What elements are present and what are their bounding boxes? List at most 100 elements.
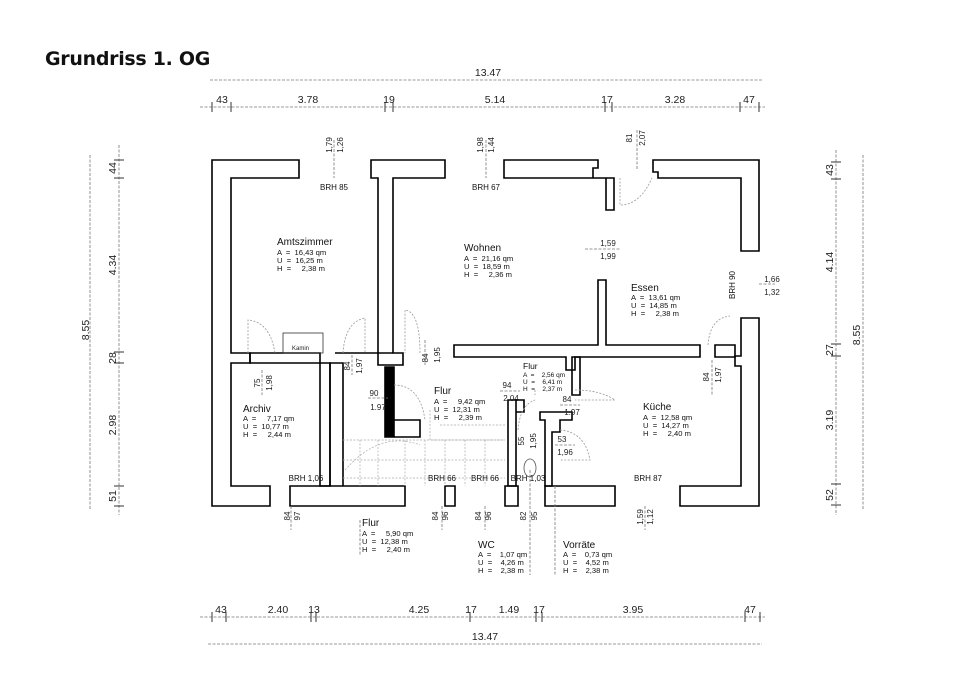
door-height: 1.97 [564,408,580,417]
dimension-label: 3.78 [298,94,319,106]
door-width: 84 [421,353,430,362]
room-perimeter: U = 14,27 m [643,421,689,430]
top-dimension-chain: 13.47 43 3.78 19 5.14 17 3.28 47 [200,67,765,112]
dimension-label: 1.49 [499,604,520,616]
left-dimension-chain: 8.55 44 4.34 28 2.98 51 [80,145,124,515]
room-perimeter: U = 10,77 m [243,422,289,431]
dimension-label: 43 [215,604,227,616]
window-height: 1,26 [336,137,345,153]
door-width: 84 [563,395,572,404]
right-dimension-chain: 43 4.14 27 3.19 52 8.55 [824,150,864,515]
dimension-label: 17 [601,94,613,106]
room-wohnen: Wohnen A = 21,16 qm U = 18,59 m H = 2,36… [464,243,513,279]
room-height: H = 2,38 m [563,566,609,575]
dimension-label: 17 [533,604,545,616]
room-name: Flur [362,518,380,529]
bottom-dimension-chain: 43 2.40 13 4.25 17 1.49 17 3.95 47 13.47 [200,604,765,645]
dimension-label: 2.40 [268,604,289,616]
dimension-label: 27 [824,344,836,356]
room-height: H = 2,40 m [643,429,691,438]
door-width: 84 [343,361,352,370]
room-flur-main: Flur A = 9,42 qm U = 12,31 m H = 2,39 m [434,386,485,422]
room-height: H = 2,38 m [631,309,679,318]
room-height: H = 2,38 m [478,566,524,575]
door-height: 1,96 [557,448,573,457]
room-area: A = 0,73 qm [563,550,612,559]
room-height: H = 2,39 m [434,413,482,422]
door-width: 53 [558,435,567,444]
room-essen: Essen A = 13,61 qm U = 14,85 m H = 2,38 … [631,283,680,318]
dimension-label: 3.95 [623,604,644,616]
door-width: 84 [702,372,711,381]
room-area: A = 13,61 qm [631,293,680,302]
top-total-dimension: 13.47 [475,67,501,79]
room-flur-lower: Flur A = 5,90 qm U = 12,38 m H = 2,40 m [359,518,413,555]
staircase [343,410,505,486]
door-height: 1,98 [265,375,274,391]
brh-label: BRH 85 [320,183,349,192]
window-height: 1,32 [764,288,780,297]
window-height: 97 [293,511,302,520]
brh-label: BRH 66 [471,474,500,483]
toilet-icon [523,458,537,478]
window-width: 1,79 [325,137,334,153]
dimension-label: 17 [465,604,477,616]
dimension-label: 2.98 [107,415,119,436]
dimension-label: 19 [383,94,395,106]
dimension-label: 5.14 [485,94,506,106]
room-kueche: Küche A = 12,58 qm U = 14,27 m H = 2,40 … [643,402,692,438]
chimney-label: Kamin [292,346,309,352]
window-height: 1,12 [646,509,655,525]
window-height: 96 [441,511,450,520]
room-area: A = 7,17 qm [243,414,294,423]
dimension-label: 4.14 [824,252,836,273]
door-width: 90 [370,389,379,398]
dimension-label: 47 [743,94,755,106]
door-width: 55 [517,436,526,445]
dimension-label: 4.25 [409,604,430,616]
room-archiv: Archiv A = 7,17 qm U = 10,77 m H = 2,44 … [243,404,294,439]
room-flur-small: Flur A = 2,56 qm U = 6,41 m H = 2,37 m [523,361,565,393]
room-area: A = 2,56 qm [523,372,565,379]
dimension-label: 52 [824,489,836,501]
room-area: A = 1,07 qm [478,550,527,559]
window-width: 1,59 [636,509,645,525]
room-name: Amtszimmer [277,237,333,248]
opening-width: 1,59 [600,239,616,248]
room-vorraete: Vorräte A = 0,73 qm U = 4,52 m H = 2,38 … [563,540,612,575]
room-height: H = 2,38 m [277,264,325,273]
door-height: 1,95 [433,347,442,363]
window-height: 1,44 [487,137,496,153]
brh-label: BRH 66 [428,474,457,483]
room-perimeter: U = 12,31 m [434,405,480,414]
dimension-label: 44 [107,162,119,174]
room-height: H = 2,44 m [243,430,291,439]
door-width: 81 [625,133,634,142]
right-total-dimension: 8.55 [851,325,863,346]
room-height: H = 2,37 m [523,386,562,393]
room-perimeter: U = 14,85 m [631,301,677,310]
door-width: 94 [503,381,512,390]
room-perimeter: U = 6,41 m [523,379,562,386]
window-dimensions: 1,79 1,26 1,98 1,44 81 2,07 1,66 1,32 84… [283,130,780,575]
room-area: A = 16,43 qm [277,248,326,257]
brh-label: BRH 90 [728,270,737,299]
room-name: Archiv [243,404,271,415]
dimension-label: 28 [107,352,119,364]
room-perimeter: U = 16,25 m [277,256,323,265]
room-amtszimmer: Amtszimmer A = 16,43 qm U = 16,25 m H = … [277,237,333,273]
brh-label: BRH 1,06 [289,474,324,483]
dimension-label: 51 [107,490,119,502]
bottom-total-dimension: 13.47 [472,631,498,643]
room-name: WC [478,540,495,551]
room-perimeter: U = 18,59 m [464,262,510,271]
door-swings [247,177,731,461]
dimension-label: 43 [824,164,836,176]
room-name: Flur [523,361,538,371]
window-width: 84 [283,511,292,520]
window-width: 1,98 [476,137,485,153]
opening-height: 1,99 [600,252,616,261]
room-area: A = 12,58 qm [643,413,692,422]
dimension-label: 43 [216,94,228,106]
dimension-label: 3.28 [665,94,686,106]
